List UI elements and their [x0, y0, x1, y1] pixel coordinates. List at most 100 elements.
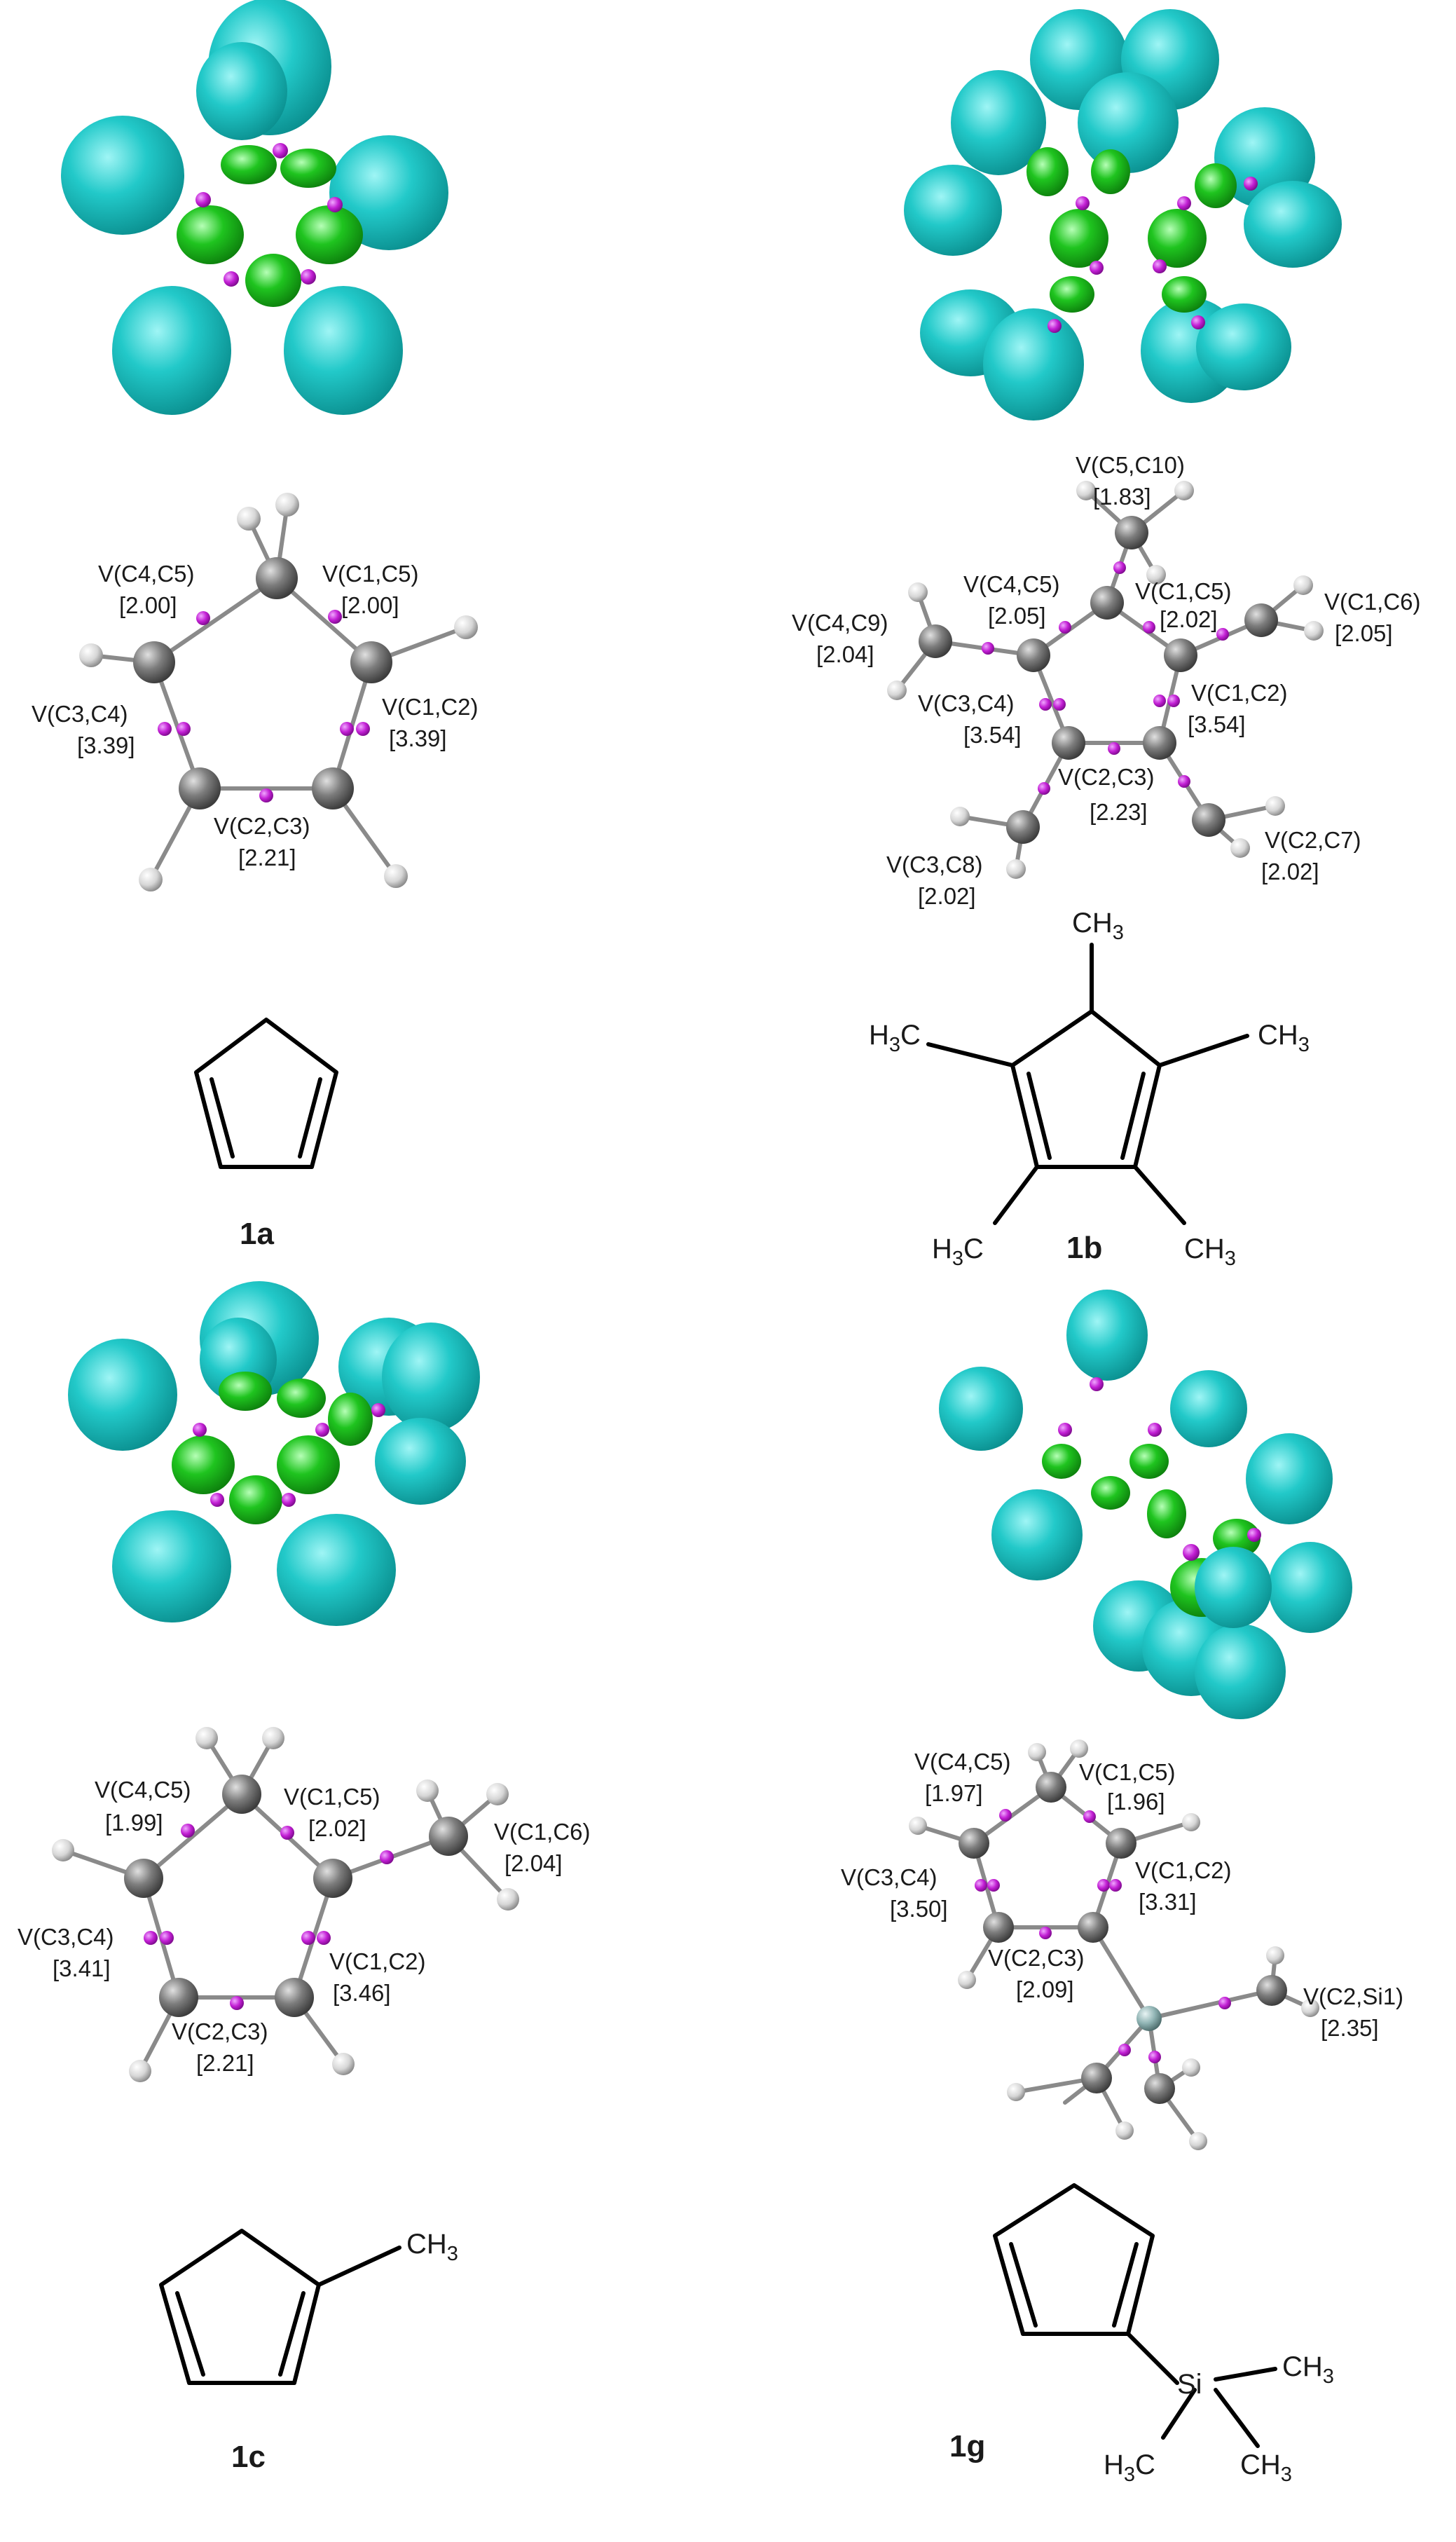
- atom: [1148, 2051, 1161, 2063]
- atom: [1113, 561, 1126, 574]
- ring: [159, 2229, 321, 2385]
- skeletal-1g: [993, 2183, 1277, 2448]
- cyan-basin: [112, 1510, 231, 1622]
- bond: [1126, 2332, 1179, 2385]
- atom: [262, 1727, 284, 1749]
- label-1a-c1c2: V(C1,C2): [382, 694, 479, 720]
- group-1g-ch3-bottom-right: CH3: [1240, 2449, 1292, 2486]
- atom: [384, 864, 408, 888]
- ball-stick-1a: [79, 493, 478, 891]
- bond: [317, 2246, 401, 2287]
- label-1c-c1c6: V(C1,C6): [494, 1819, 591, 1845]
- group-1b-top: CH3: [1072, 908, 1124, 944]
- atom: [1146, 565, 1166, 585]
- atom: [356, 722, 370, 736]
- atom: [429, 1817, 468, 1856]
- atom: [975, 1879, 987, 1892]
- atom: [1136, 2006, 1162, 2031]
- attractor: [1183, 1544, 1200, 1561]
- attractor: [210, 1493, 224, 1507]
- green-basin: [328, 1393, 373, 1446]
- value-1b-c1c6: [2.05]: [1335, 620, 1393, 646]
- group-1g-ch3-right: CH3: [1282, 2351, 1334, 2388]
- cyan-basin: [68, 1339, 177, 1451]
- cyan-basin: [1066, 1290, 1148, 1381]
- label-1b-c1c6: V(C1,C6): [1324, 589, 1421, 615]
- label-1b-c3c8: V(C3,C8): [886, 852, 983, 877]
- bond: [1161, 2388, 1197, 2440]
- green-basin: [1026, 147, 1069, 196]
- attractor: [193, 1423, 207, 1437]
- atom: [1028, 1743, 1046, 1761]
- atom: [1081, 2063, 1112, 2093]
- atom: [959, 1828, 989, 1859]
- bond: [972, 1785, 1053, 1845]
- cyan-basin: [61, 116, 184, 235]
- atom: [1167, 695, 1180, 707]
- atom: [159, 1978, 198, 2017]
- atom: [1293, 575, 1313, 595]
- atom: [350, 641, 392, 683]
- attractor: [315, 1423, 329, 1437]
- atom: [230, 1996, 244, 2010]
- atom: [1078, 1912, 1108, 1943]
- green-basin: [1148, 209, 1207, 268]
- ball-stick-1c: [52, 1727, 519, 2082]
- atom: [158, 722, 172, 736]
- value-1b-c3c8: [2.02]: [918, 883, 976, 909]
- atom: [1304, 621, 1324, 641]
- cyan-basin: [196, 42, 287, 140]
- atom: [1118, 2044, 1131, 2056]
- atom: [380, 1850, 394, 1864]
- value-1a-c4c5: [2.00]: [119, 592, 177, 618]
- value-1c-c1c5: [2.02]: [308, 1815, 366, 1841]
- label-1b-c1c5: V(C1,C5): [1135, 578, 1232, 604]
- bond: [175, 2291, 205, 2377]
- attractor: [1090, 261, 1104, 275]
- cyan-basin: [1268, 1542, 1352, 1633]
- label-1a-c2c3: V(C2,C3): [214, 813, 310, 839]
- value-1c-c4c5: [1.99]: [105, 1810, 163, 1836]
- bond: [1158, 1034, 1249, 1067]
- compound-id-1a: 1a: [240, 1217, 274, 1251]
- atom: [256, 557, 298, 599]
- group-1b-bottom-right: CH3: [1184, 1234, 1236, 1270]
- bond: [1120, 1072, 1146, 1160]
- label-1g-c2si1: V(C2,Si1): [1303, 1983, 1403, 2009]
- cyan-basin: [375, 1418, 466, 1505]
- green-basin: [1091, 1476, 1130, 1510]
- atom: [958, 1971, 976, 1989]
- labels: V(C4,C5) [2.00] V(C1,C5) [2.00] V(C3,C4)…: [18, 452, 1421, 2486]
- skeletal-1c: [159, 2229, 401, 2385]
- label-1c-c3c4: V(C3,C4): [18, 1924, 114, 1950]
- value-1c-c1c2: [3.46]: [333, 1980, 391, 2006]
- green-basin: [172, 1435, 235, 1494]
- compound-id-1b: 1b: [1066, 1231, 1102, 1265]
- group-1g-si: Si: [1177, 2369, 1202, 2400]
- atom: [328, 610, 342, 624]
- ring: [993, 2183, 1155, 2336]
- cyan-basin: [951, 70, 1046, 175]
- value-1b-c4c5: [2.05]: [988, 603, 1046, 629]
- bond: [1214, 2388, 1260, 2448]
- cyan-basin: [112, 286, 231, 415]
- cyan-basin: [382, 1323, 480, 1432]
- atom: [275, 1978, 314, 2017]
- bond: [1009, 2242, 1038, 2328]
- label-1a-c4c5: V(C4,C5): [98, 561, 195, 587]
- green-basin: [245, 254, 301, 307]
- label-1a-c1c5: V(C1,C5): [322, 561, 419, 587]
- green-basin: [221, 145, 277, 184]
- green-basin: [1195, 163, 1237, 208]
- atom: [139, 868, 163, 891]
- atom: [909, 1817, 927, 1835]
- value-1g-c1c5: [1.96]: [1107, 1789, 1165, 1815]
- atom: [1256, 1975, 1287, 2006]
- attractor: [1058, 1423, 1072, 1437]
- atom: [332, 2053, 355, 2075]
- atom: [1070, 1740, 1088, 1758]
- atom: [1182, 2058, 1200, 2077]
- atom: [1266, 1946, 1284, 1964]
